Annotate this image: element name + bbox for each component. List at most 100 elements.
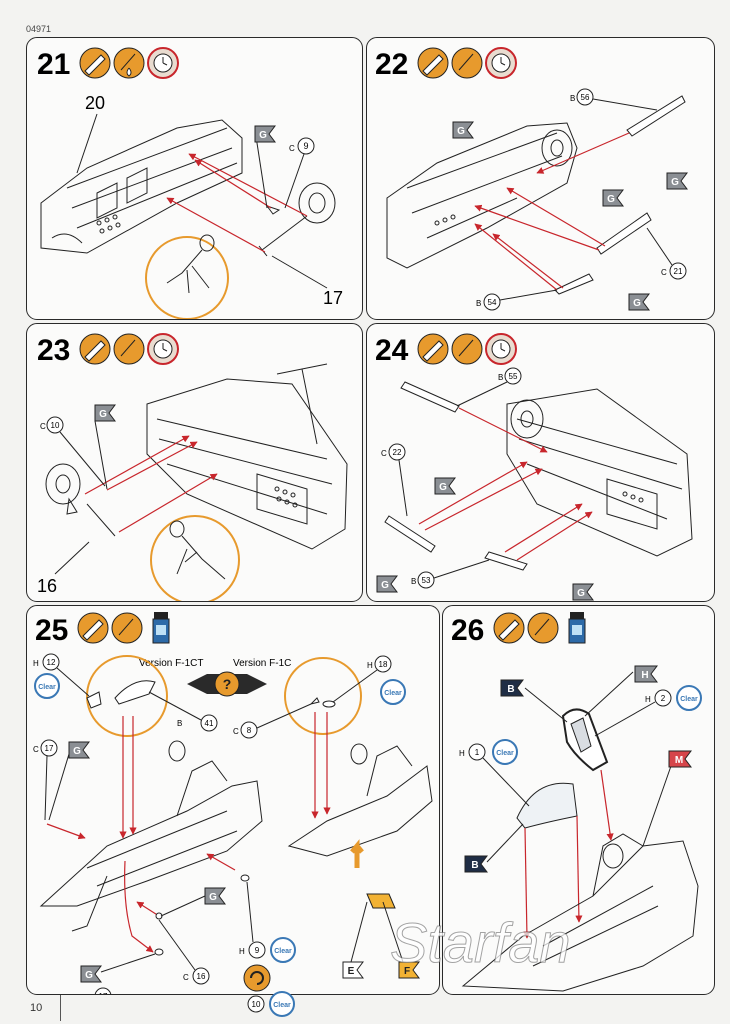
glue-icon <box>113 47 145 79</box>
brush-icon <box>77 612 109 644</box>
version-label-f1ct: Version F-1CT <box>139 658 203 669</box>
svg-text:H: H <box>641 670 648 681</box>
svg-text:G: G <box>381 580 389 591</box>
part-callout-c8 <box>240 721 258 739</box>
glue-icon <box>113 333 145 365</box>
svg-text:Clear: Clear <box>274 948 292 955</box>
svg-text:Clear: Clear <box>273 1002 291 1009</box>
svg-text:G: G <box>671 177 679 188</box>
paint-flag-g: G <box>48 741 90 821</box>
paint-flag-h: H <box>584 665 658 717</box>
svg-text:56: 56 <box>581 93 590 102</box>
part-callout-c9 <box>297 137 315 155</box>
svg-text:C: C <box>85 993 91 995</box>
svg-text:F: F <box>404 966 410 977</box>
svg-text:54: 54 <box>488 298 497 307</box>
svg-text:G: G <box>633 298 641 309</box>
part-callout-h12 <box>42 653 60 671</box>
detail-circle-f1c <box>284 657 362 735</box>
paint-pot-icon <box>152 612 170 644</box>
detail-circle <box>150 515 240 601</box>
gear-doors <box>554 95 686 295</box>
part-callout-h9 <box>248 941 266 959</box>
step-number: 24 <box>375 334 409 367</box>
part-callout-c22 <box>388 443 406 461</box>
paint-flag-g: G <box>666 172 688 190</box>
part-callout-h10 <box>247 995 265 1013</box>
svg-text:B: B <box>498 373 503 382</box>
svg-text:G: G <box>99 409 107 420</box>
step-21-drawing: 21 20 17 C 9 G <box>37 47 343 319</box>
part-callout-h18 <box>374 655 392 673</box>
paint-flag-e: E <box>342 901 368 979</box>
step-number: 21 <box>37 48 70 81</box>
paint-flag-g: G <box>80 953 156 983</box>
svg-text:G: G <box>209 892 217 903</box>
clear-paint-badge: Clear <box>269 991 295 1017</box>
svg-text:C: C <box>661 268 667 277</box>
svg-text:55: 55 <box>509 372 518 381</box>
paint-flag-g: G <box>434 477 456 495</box>
canopy-parts-f1c <box>309 697 336 708</box>
paint-pot-icon <box>568 612 586 644</box>
part-callout-b41 <box>200 714 218 732</box>
svg-text:G: G <box>439 482 447 493</box>
svg-text:B: B <box>177 719 182 728</box>
clock-icon <box>147 333 179 365</box>
glue-icon <box>451 333 483 365</box>
paint-flag-g: G <box>602 189 624 207</box>
brush-icon <box>417 333 449 365</box>
clock-icon <box>485 333 517 365</box>
front-fuselage-f1ct <box>39 740 263 932</box>
svg-text:22: 22 <box>393 448 402 457</box>
part-label-20: 20 <box>85 93 105 113</box>
paint-flag-g: G <box>254 125 276 209</box>
paint-flag-b: B <box>464 823 524 873</box>
paint-flag-f: F <box>382 901 420 979</box>
svg-text:9: 9 <box>303 141 308 151</box>
brush-icon <box>493 612 525 644</box>
part-callout-b56 <box>576 88 594 106</box>
part-callout-c17 <box>40 739 58 757</box>
page-number: 10 <box>30 1002 43 1014</box>
glue-icon <box>111 612 143 644</box>
svg-text:G: G <box>73 746 81 757</box>
fuselage-section <box>40 119 243 254</box>
step-25-panel: 25 Version F-1CT Version F-1C ? <box>26 605 440 995</box>
svg-text:G: G <box>577 588 585 599</box>
rotate-icon <box>243 964 271 992</box>
canopy-parts <box>516 708 609 829</box>
svg-text:8: 8 <box>247 726 252 735</box>
svg-text:H: H <box>367 661 373 670</box>
glue-icon <box>451 47 483 79</box>
step-number: 26 <box>451 614 484 647</box>
part-callout-c10 <box>46 416 64 434</box>
step-23-drawing: 23 16 C 10 G <box>37 333 348 601</box>
detail-gear <box>169 520 226 580</box>
svg-text:Clear: Clear <box>384 690 402 697</box>
svg-text:C: C <box>183 973 189 982</box>
part-callout-b53 <box>417 571 435 589</box>
brush-icon <box>79 47 111 79</box>
svg-text:C: C <box>233 727 239 736</box>
landing-gear-part <box>258 182 336 257</box>
version-label-f1c: Version F-1C <box>233 658 291 669</box>
brush-icon <box>417 47 449 79</box>
step-number: 23 <box>37 334 70 367</box>
page-footer-divider <box>60 995 61 1021</box>
front-fuselage-f1c <box>287 743 433 857</box>
clear-paint-badge: Clear <box>270 937 296 963</box>
detail-circle-f1ct <box>86 655 168 737</box>
svg-text:G: G <box>457 126 465 137</box>
svg-text:G: G <box>85 970 93 981</box>
part-callout-c21 <box>669 262 687 280</box>
part-callout-b54 <box>483 293 501 311</box>
brush-icon <box>79 333 111 365</box>
step-22-panel: 22 B 56 C 21 B 54 G G G <box>366 37 715 320</box>
svg-text:10: 10 <box>252 1000 261 1009</box>
svg-text:B: B <box>476 299 481 308</box>
svg-text:H: H <box>645 695 651 704</box>
document-code: 04971 <box>26 24 52 34</box>
svg-text:G: G <box>259 130 267 141</box>
svg-text:C: C <box>33 745 39 754</box>
